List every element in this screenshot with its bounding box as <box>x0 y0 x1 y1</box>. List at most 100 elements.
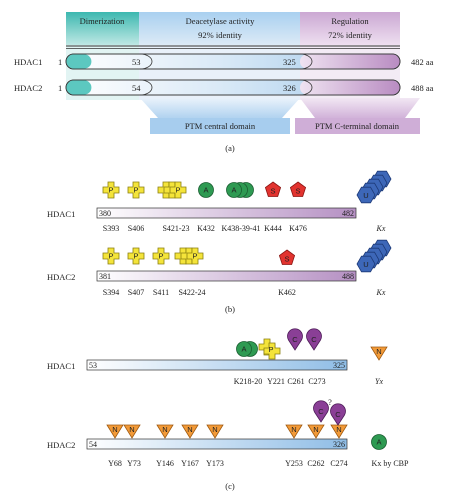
svg-text:P: P <box>158 252 163 261</box>
hdac2-nitro-y73: N <box>123 424 141 439</box>
hdac2-end-b: 488 <box>342 272 354 281</box>
svg-text:Y167: Y167 <box>181 459 199 468</box>
svg-text:N: N <box>376 347 381 356</box>
svg-text:P: P <box>268 345 273 354</box>
hdac2-nitro-y68: N <box>106 424 124 439</box>
svg-text:C: C <box>311 335 317 344</box>
hdac1-start-a: 1 <box>58 57 62 67</box>
hdac1-cys-c273: C <box>306 328 322 351</box>
svg-text:N: N <box>129 425 134 434</box>
hdac2-phospho-s394: P <box>102 247 120 265</box>
svg-text:Y146: Y146 <box>156 459 174 468</box>
svg-text:P: P <box>133 186 138 195</box>
svg-text:C261: C261 <box>287 377 304 386</box>
svg-text:C: C <box>318 407 324 416</box>
svg-text:C262: C262 <box>307 459 324 468</box>
svg-text:S421-23: S421-23 <box>162 224 189 233</box>
svg-text:A: A <box>241 345 246 354</box>
hdac2-pos54: 54 <box>132 83 141 93</box>
hdac2-phospho-s422-24: P <box>174 247 204 265</box>
deacetylase-region <box>139 12 300 45</box>
dimerization-label: Dimerization <box>80 16 126 26</box>
hdac1-phospho-s421-23: P <box>157 181 187 199</box>
svg-text:A: A <box>203 186 208 195</box>
hdac1-label-c: HDAC1 <box>47 361 75 371</box>
hdac1-bar-b <box>96 207 357 219</box>
hdac1-start-b: 380 <box>99 209 111 218</box>
hdac2-nitro-y146: N <box>156 424 174 439</box>
svg-text:Y68: Y68 <box>108 459 122 468</box>
regulation-label: Regulation <box>331 16 369 26</box>
hdac1-cys-c261: C <box>287 328 303 351</box>
svg-text:K432: K432 <box>197 224 215 233</box>
svg-text:C: C <box>335 410 341 419</box>
hdac2-cys-c262: C <box>313 400 329 423</box>
hdac1-end-b: 482 <box>342 209 354 218</box>
hdac1-acetyl-k432: A <box>198 182 214 198</box>
svg-text:N: N <box>336 425 341 434</box>
svg-text:S406: S406 <box>128 224 144 233</box>
svg-text:C: C <box>292 335 298 344</box>
svg-text:C274: C274 <box>330 459 347 468</box>
svg-text:K444: K444 <box>264 224 282 233</box>
hdac2-end-c: 326 <box>333 440 345 449</box>
regulation-identity: 72% identity <box>328 30 372 40</box>
svg-text:Y173: Y173 <box>206 459 224 468</box>
hdac1-pos325: 325 <box>283 57 296 67</box>
hdac2-bar-c <box>86 438 348 450</box>
svg-text:K218-20: K218-20 <box>234 377 262 386</box>
svg-text:U: U <box>363 191 368 200</box>
svg-text:K476: K476 <box>289 224 307 233</box>
panel-b: P P P A A S S U HDAC1 380 482 <box>47 170 392 314</box>
hdac2-phospho-s407: P <box>127 247 145 265</box>
svg-text:S: S <box>284 255 289 264</box>
svg-text:K438-39-41: K438-39-41 <box>221 224 260 233</box>
regulation-region <box>300 12 400 45</box>
hdac2-sumo-k462: S <box>278 249 296 265</box>
ptm-central-funnel <box>140 98 300 120</box>
hdac2-ubiquitin: U <box>356 239 392 273</box>
ptm-central-label: PTM central domain <box>185 121 256 131</box>
svg-text:Kx: Kx <box>376 288 386 297</box>
svg-text:P: P <box>192 252 197 261</box>
hdac2-cys-c274: C <box>330 403 346 426</box>
svg-text:S394: S394 <box>103 288 119 297</box>
hdac2-label-b: HDAC2 <box>47 272 75 282</box>
svg-text:Y253: Y253 <box>285 459 303 468</box>
svg-text:S: S <box>295 187 300 196</box>
hdac2-label-a: HDAC2 <box>14 83 42 93</box>
svg-text:U: U <box>363 260 368 269</box>
svg-text:N: N <box>187 425 192 434</box>
ptm-cterm-funnel <box>300 98 420 118</box>
hdac2-bar-a <box>65 79 401 96</box>
svg-text:N: N <box>313 425 318 434</box>
caption-b: (b) <box>225 304 235 314</box>
svg-text:C273: C273 <box>308 377 325 386</box>
deacetylase-identity: 92% identity <box>198 30 242 40</box>
svg-text:N: N <box>162 425 167 434</box>
hdac1-length: 482 aa <box>411 57 434 67</box>
ptm-cterm-label: PTM C-terminal domain <box>315 121 400 131</box>
hdac1-ubiquitin: U <box>356 170 392 204</box>
hdac1-phospho-s393: P <box>102 181 120 199</box>
hdac2-nitro-c262: N <box>307 424 325 439</box>
svg-text:P: P <box>133 252 138 261</box>
hdac2-bar-b <box>96 270 357 282</box>
svg-text:N: N <box>212 425 217 434</box>
hdac2-phospho-s411: P <box>152 247 170 265</box>
svg-text:S411: S411 <box>153 288 169 297</box>
hdac1-acetyl-k438-39-41: A <box>226 182 254 198</box>
svg-text:Kx by CBP: Kx by CBP <box>372 459 409 468</box>
svg-text:N: N <box>112 425 117 434</box>
hdac2-nitro-y167: N <box>181 424 199 439</box>
hdac1-phospho-s406: P <box>127 181 145 199</box>
hdac2-nitro-c274: N <box>330 424 348 439</box>
deacetylase-label: Deacetylase activity <box>186 16 255 26</box>
hdac1-sumo-k444: S <box>264 181 282 197</box>
panel-c: A P C C N HDAC1 53 325 K218-20 Y221 C261… <box>47 328 409 491</box>
svg-text:N: N <box>291 425 296 434</box>
svg-text:A: A <box>376 438 381 447</box>
hdac2-nitro-y253: N <box>285 424 303 439</box>
hdac1-pos53: 53 <box>132 57 141 67</box>
